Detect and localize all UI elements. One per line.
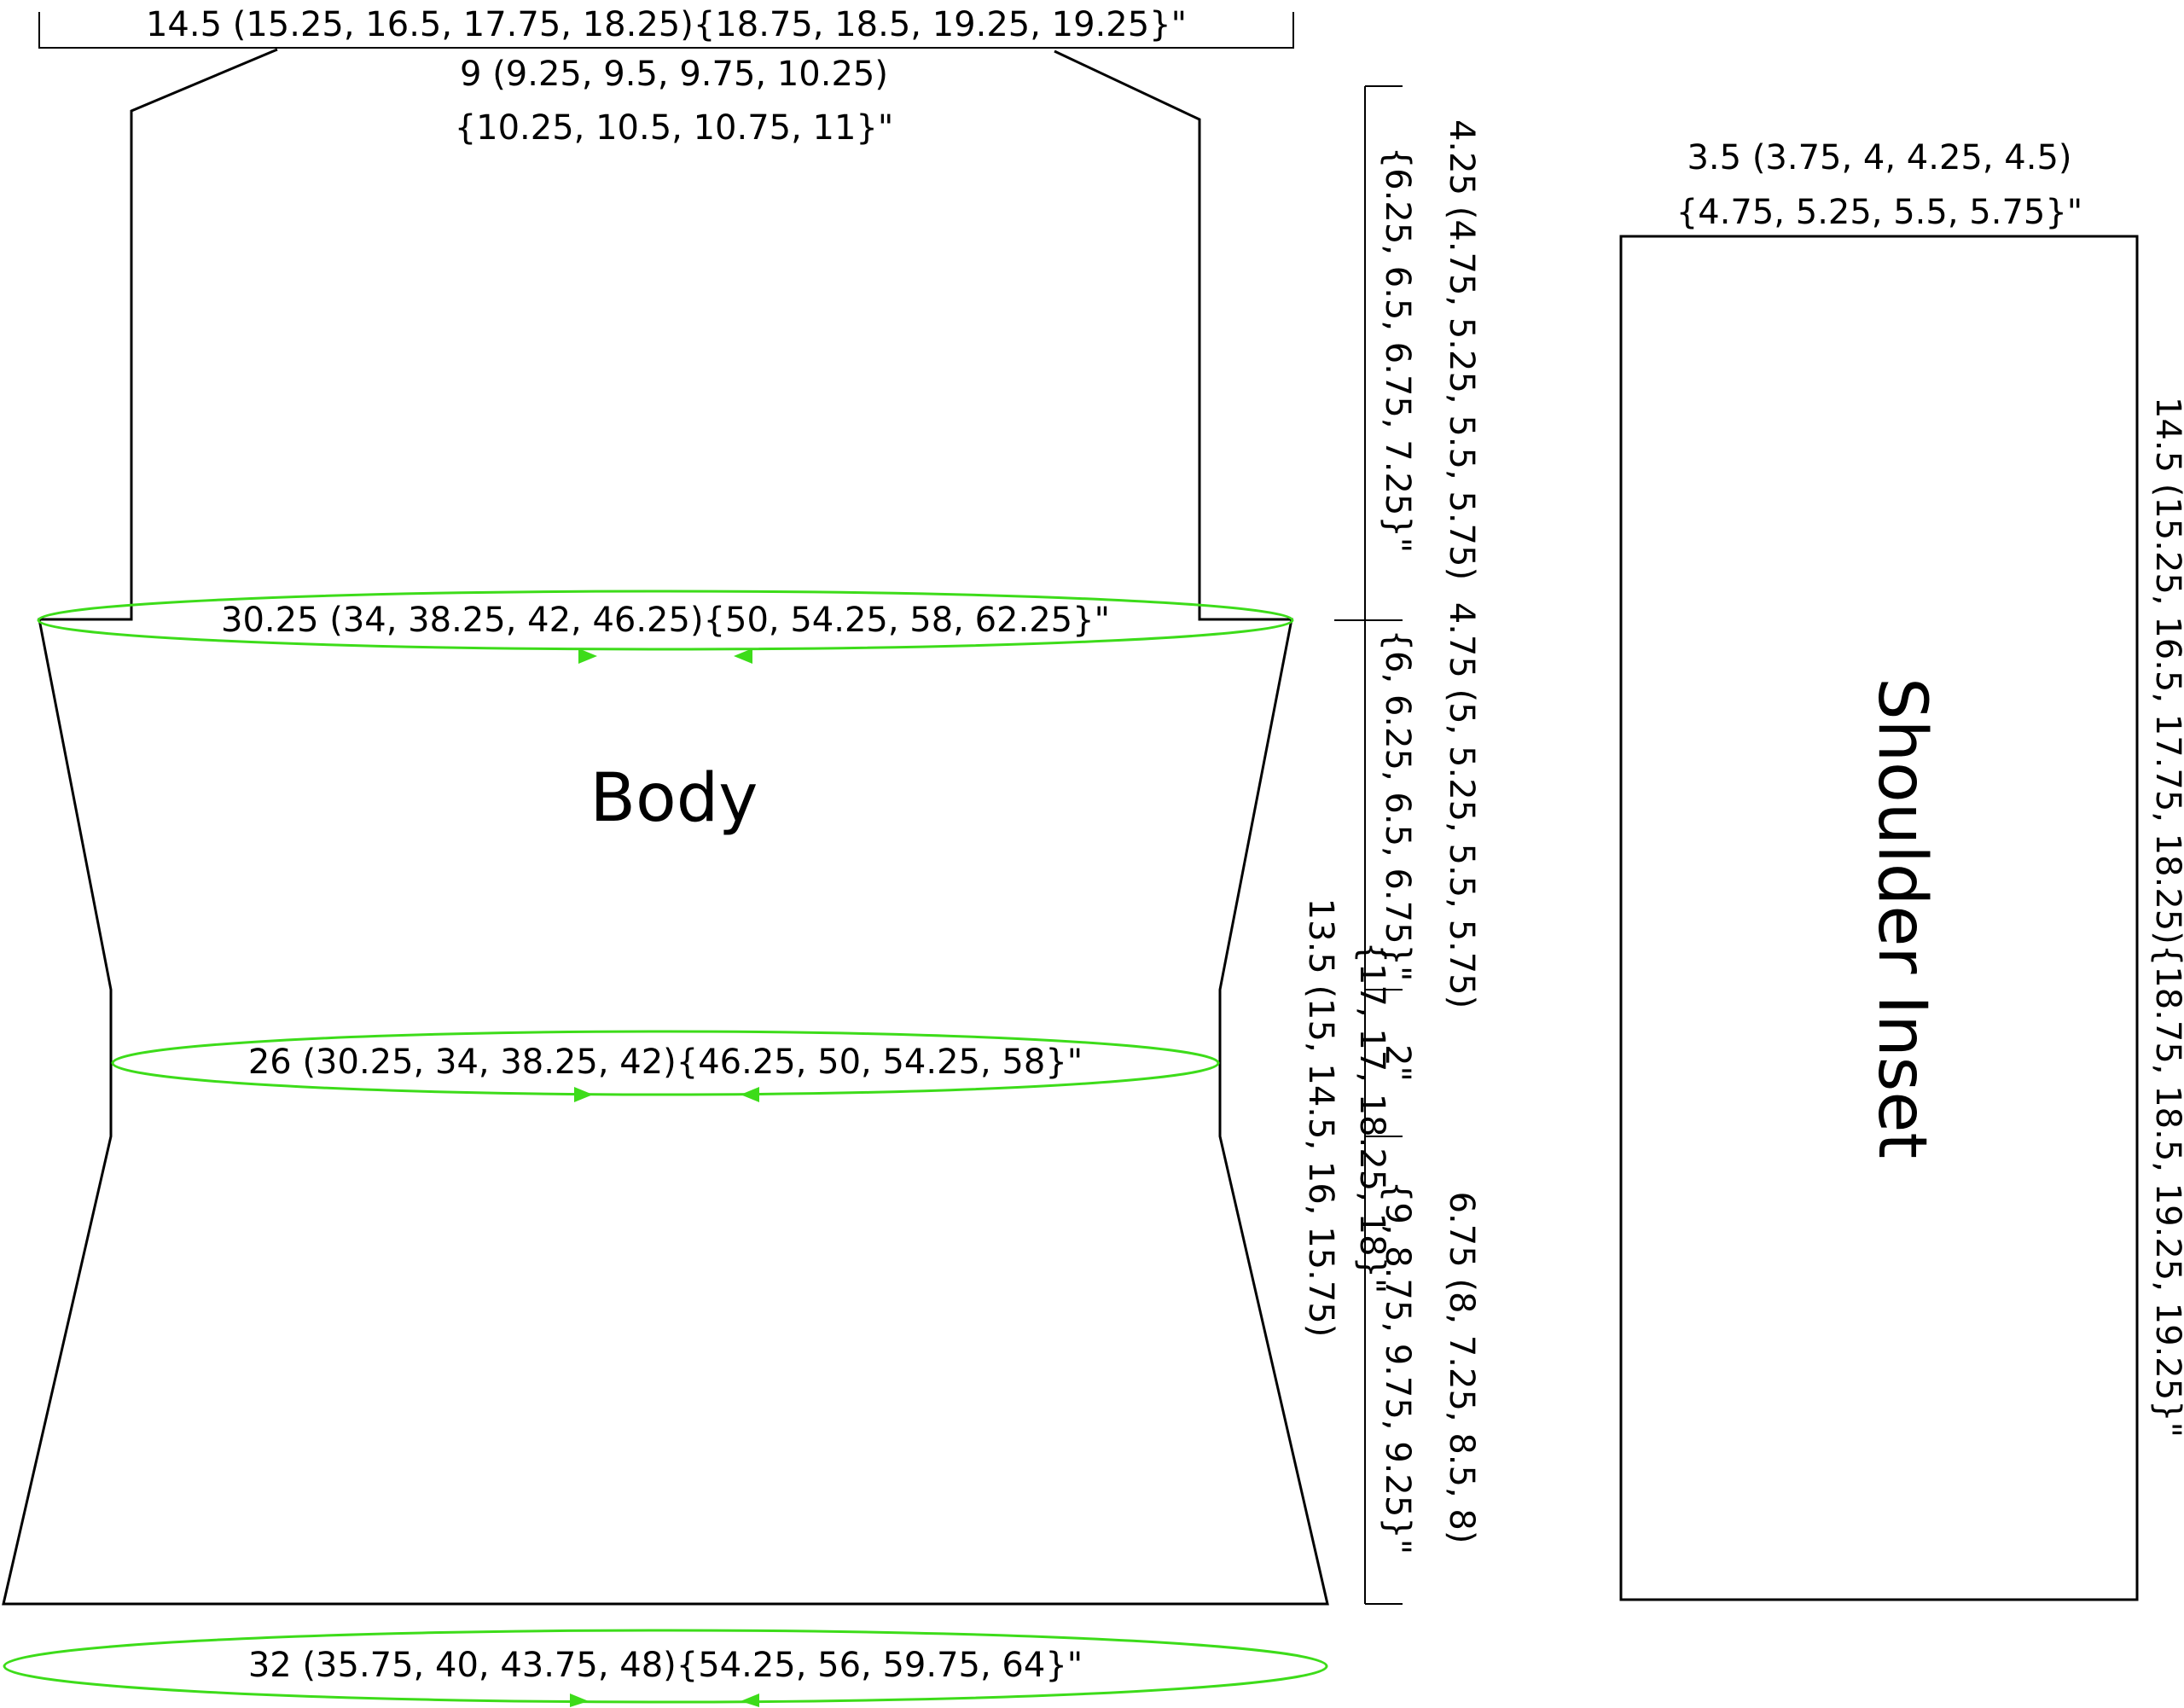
waist-arrow-left	[741, 1087, 759, 1102]
waist-length-label: 2"	[1378, 1044, 1417, 1082]
top-width-bracket	[38, 12, 1294, 49]
shoulder-inset-outline	[1619, 235, 2139, 1601]
lower-length-label-1: 6.75 (8, 7.25, 8.5, 8)	[1442, 1192, 1481, 1544]
body-label: Body	[590, 760, 758, 837]
inset-length-label: 14.5 (15.25, 16.5, 17.75, 18.25){18.75, …	[2148, 397, 2184, 1438]
total-length-label-1: 13.5 (15, 14.5, 16, 15.75)	[1301, 898, 1340, 1338]
shoulder-inset-label: Shoulder Inset	[1863, 677, 1940, 1159]
waist-label: 26 (30.25, 34, 38.25, 42){46.25, 50, 54.…	[248, 1043, 1083, 1082]
neck-width-label-2: {10.25, 10.5, 10.75, 11}"	[455, 108, 894, 148]
hem-arrow-right	[570, 1693, 589, 1707]
body-outline	[2, 48, 1329, 1606]
hem-circumference-ring	[3, 1629, 1328, 1704]
armhole-depth-label-2: {6.25, 6.5, 6.75, 7.25}"	[1378, 147, 1417, 553]
top-width-label: 14.5 (15.25, 16.5, 17.75, 18.25){18.75, …	[146, 5, 1187, 44]
bust-label: 30.25 (34, 38.25, 42, 46.25){50, 54.25, …	[221, 601, 1110, 640]
armhole-depth-label-1: 4.25 (4.75, 5.25, 5.5, 5.75)	[1442, 119, 1481, 580]
inset-width-label-2: {4.75, 5.25, 5.5, 5.75}"	[1676, 193, 2082, 232]
bust-arrow-left	[734, 648, 752, 664]
waist-circumference-ring	[111, 1030, 1220, 1096]
upper-length-label-1: 4.75 (5, 5.25, 5.5, 5.75)	[1442, 602, 1481, 1008]
inset-width-label-1: 3.5 (3.75, 4, 4.25, 4.5)	[1687, 138, 2071, 177]
lower-length-label-2: {9, 8.75, 9.75, 9.25}"	[1378, 1181, 1417, 1554]
hem-label: 32 (35.75, 40, 43.75, 48){54.25, 56, 59.…	[248, 1646, 1083, 1685]
waist-arrow-right	[574, 1087, 593, 1102]
bust-arrow-right	[578, 648, 597, 664]
upper-length-label-2: {6, 6.25, 6.5, 6.75}"	[1378, 630, 1417, 982]
hem-arrow-left	[741, 1693, 759, 1707]
neck-width-label-1: 9 (9.25, 9.5, 9.75, 10.25)	[460, 55, 888, 94]
total-length-label-2: {17, 17, 18.25, 18}"	[1352, 942, 1391, 1294]
bust-circumference-ring	[37, 590, 1294, 651]
